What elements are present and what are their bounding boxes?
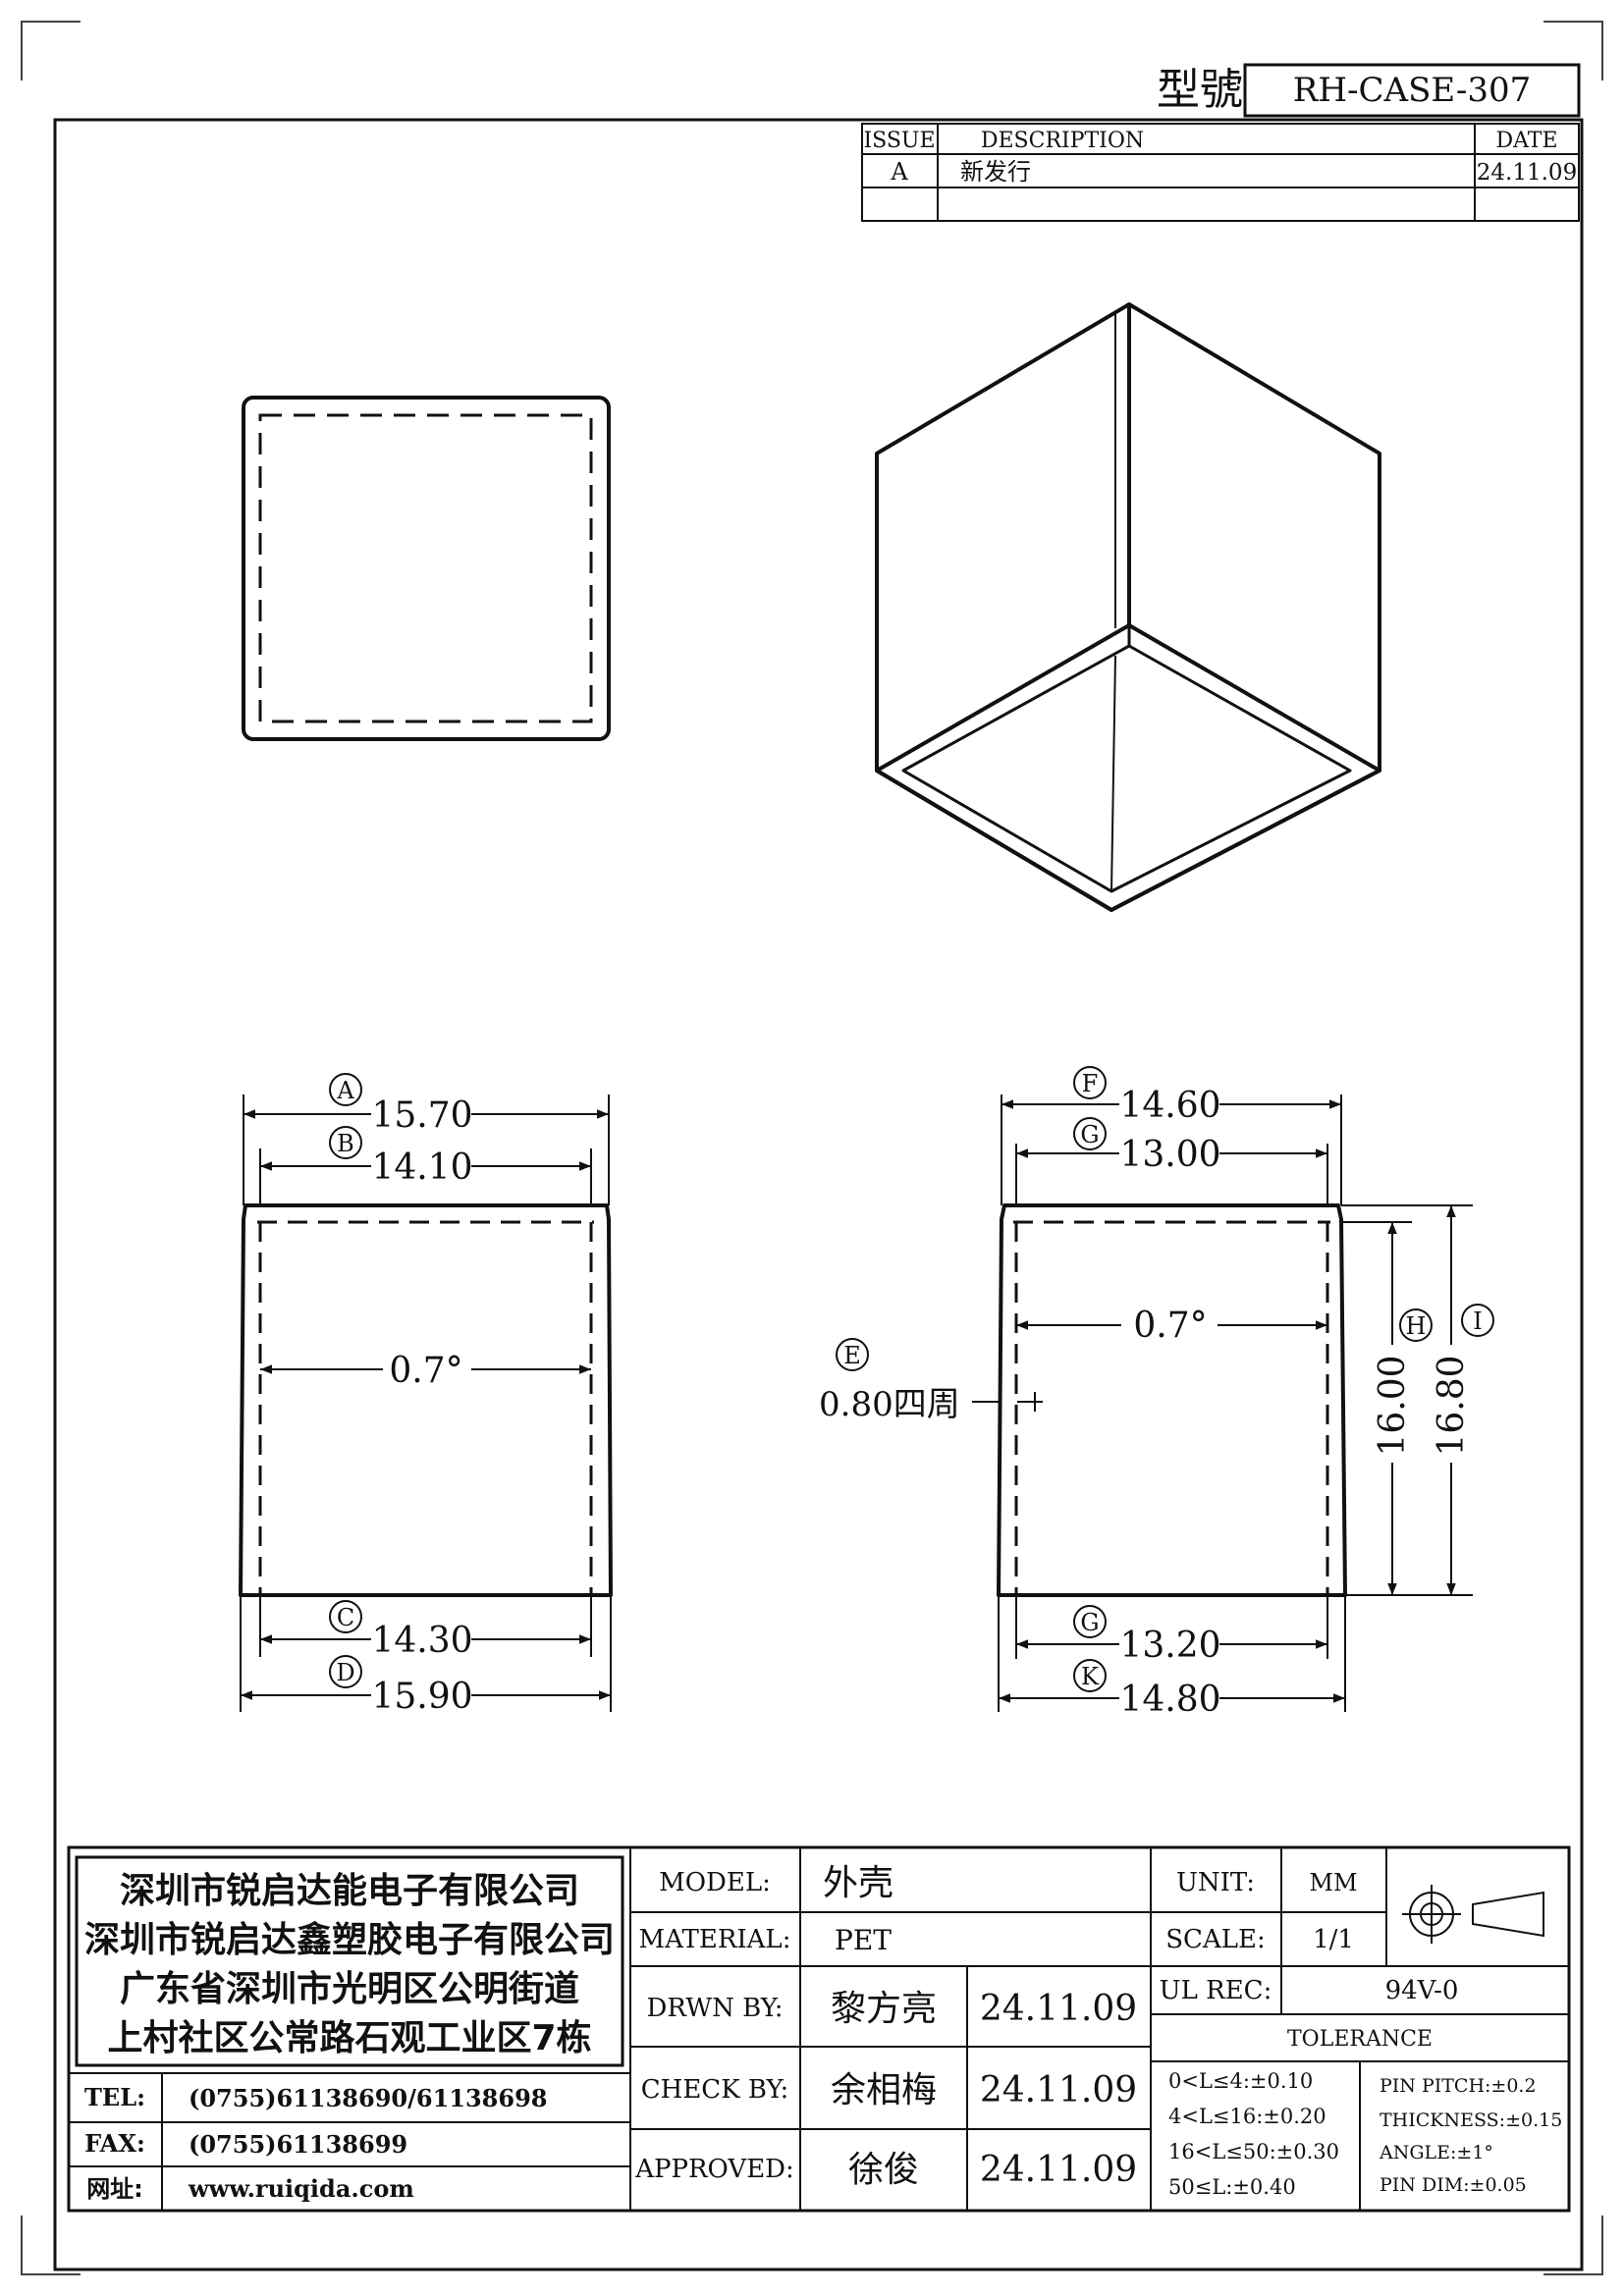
unit-value: MM [1309,1869,1357,1896]
dim-i: I 16.80 [1432,1304,1494,1457]
sheet-border [53,118,1584,2271]
svg-text:A: A [336,1077,354,1104]
ul-value: 94V-0 [1385,1976,1459,2005]
model-value: 外壳 [823,1863,893,1903]
tolerance-left-3: 16<L≤50:±0.30 [1168,2140,1339,2163]
svg-text:G: G [1080,1609,1099,1636]
check-name: 余相梅 [831,2070,937,2110]
model-number: RH-CASE-307 [1293,71,1531,110]
front-view-left [239,1095,613,1712]
dim-h: H 16.00 [1373,1308,1433,1457]
tolerance-right-3: ANGLE:±1° [1379,2142,1493,2163]
tolerance-title: TOLERANCE [1287,2027,1433,2052]
approved-label: APPROVED: [634,2155,794,2184]
dim-c-value: 14.30 [371,1621,472,1661]
svg-text:C: C [337,1604,354,1631]
drawn-name: 黎方亮 [831,1989,937,2029]
revision-row-issue: A [890,158,908,186]
dim-a: A 15.70 [329,1073,473,1136]
tolerance-left-1: 0<L≤4:±0.10 [1168,2069,1313,2093]
top-view-outer [242,396,611,741]
drawn-date: 24.11.09 [980,1989,1137,2029]
isometric-view [875,302,1381,912]
tel-label: TEL: [84,2083,145,2111]
dim-g-top-value: 13.00 [1119,1135,1220,1175]
dim-b-value: 14.10 [371,1148,472,1188]
dim-f: F 14.60 [1073,1066,1221,1126]
dim-b: B 14.10 [329,1126,473,1188]
svg-text:I: I [1473,1308,1482,1335]
draft-angle-right: 0.7° [1133,1306,1207,1346]
company-address-1: 广东省深圳市光明区公明街道 [120,1969,579,2009]
svg-text:F: F [1082,1070,1099,1097]
drawn-label: DRWN BY: [647,1994,784,2023]
ul-label: UL REC: [1160,1976,1272,2005]
title-block-lines [67,1845,1571,2213]
revision-header-date: DATE [1495,129,1557,153]
approved-name: 徐俊 [848,2150,919,2190]
dim-c: C 14.30 [329,1600,473,1661]
tolerance-right-1: PIN PITCH:±0.2 [1380,2075,1537,2097]
dim-i-value: 16.80 [1432,1355,1472,1456]
top-view-inner [258,413,593,723]
svg-text:K: K [1081,1663,1100,1690]
dim-g-bottom-value: 13.20 [1119,1626,1220,1666]
scale-label: SCALE: [1165,1925,1266,1954]
fax-value: (0755)61138699 [189,2130,407,2159]
company-address-2: 上村社区公常路石观工业区7栋 [107,2018,591,2058]
tel-value: (0755)61138690/61138698 [189,2084,547,2112]
dim-h-value: 16.00 [1373,1355,1413,1456]
tolerance-left-2: 4<L≤16:±0.20 [1168,2105,1326,2128]
top-view [242,396,611,741]
model-header-label: 型號 [1157,65,1243,115]
dim-k: K 14.80 [1073,1659,1221,1720]
dim-k-value: 14.80 [1119,1680,1220,1720]
scale-value: 1/1 [1313,1925,1354,1954]
tolerance-right-4: PIN DIM:±0.05 [1380,2174,1527,2196]
company-name-2: 深圳市锐启达鑫塑胶电子有限公司 [84,1920,615,1960]
approved-date: 24.11.09 [980,2150,1137,2190]
web-label: 网址: [86,2175,143,2203]
dim-d-value: 15.90 [371,1677,472,1717]
model-label: MODEL: [659,1868,771,1897]
revision-row-date: 24.11.09 [1477,160,1577,186]
svg-text:G: G [1080,1121,1099,1148]
dim-f-value: 14.60 [1119,1086,1220,1126]
revision-table [861,123,1580,222]
svg-text:D: D [336,1659,354,1686]
dim-g-bottom: G 13.20 [1073,1605,1221,1666]
unit-label: UNIT: [1176,1868,1255,1897]
model-header: 型號 RH-CASE-307 [1157,63,1581,118]
corner-marks [21,21,1603,2275]
dim-a-value: 15.70 [371,1095,472,1136]
material-label: MATERIAL: [639,1925,791,1954]
side-view-right [972,1095,1473,1712]
draft-angle-left: 0.7° [389,1351,462,1391]
projection-symbol-icon [1402,1885,1544,1944]
web-value: www.ruiqida.com [188,2174,414,2203]
revision-header-issue: ISSUE [863,129,935,153]
tolerance-left-4: 50≤L:±0.40 [1168,2175,1296,2199]
revision-row-description: 新发行 [960,158,1031,186]
tolerance-right-2: THICKNESS:±0.15 [1380,2109,1562,2131]
dim-d: D 15.90 [329,1655,473,1717]
svg-text:H: H [1406,1312,1427,1340]
fax-label: FAX: [84,2129,145,2158]
dim-e-value: 0.80四周 [819,1385,960,1424]
company-name-1: 深圳市锐启达能电子有限公司 [120,1871,579,1911]
dim-g-top: G 13.00 [1073,1117,1221,1175]
svg-text:B: B [337,1130,354,1157]
revision-header-description: DESCRIPTION [981,129,1144,153]
check-label: CHECK BY: [641,2075,789,2105]
check-date: 24.11.09 [980,2070,1137,2110]
svg-text:E: E [843,1342,861,1369]
material-value: PET [835,1924,892,1956]
dim-e: E 0.80四周 [819,1338,960,1424]
